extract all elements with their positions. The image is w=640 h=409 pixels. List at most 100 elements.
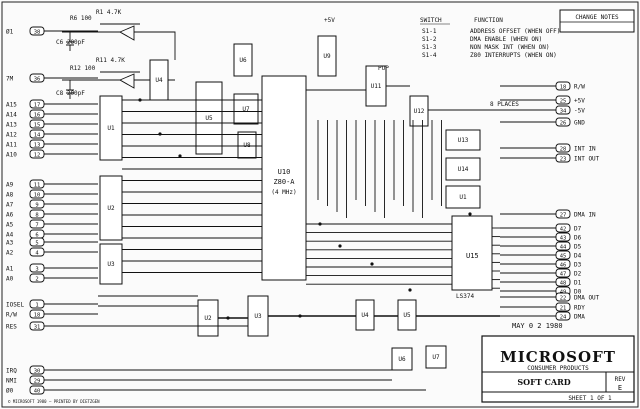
u15-label: U15 <box>466 252 479 260</box>
ic-label: U7 <box>432 354 440 361</box>
ic-u7: U7 <box>425 345 447 369</box>
ic-u1: U1 <box>445 185 481 209</box>
switch-row-3-sw: S1-3 <box>422 44 437 51</box>
right-pin-number: 46 <box>560 262 567 268</box>
left-pin-signal: A3 <box>6 240 14 247</box>
left-pin-signal: A8 <box>6 192 14 199</box>
right-pin-number: 26 <box>560 120 567 126</box>
right-pin-number: 45 <box>560 253 567 259</box>
ic-u6: U6 <box>233 43 253 77</box>
left-pin-signal: A13 <box>6 122 17 129</box>
date-stamp: MAY 0 2 1980 <box>512 322 563 330</box>
ic-label: U13 <box>458 137 469 144</box>
left-pin-signal: Ø0 <box>6 388 14 395</box>
signal-wires <box>98 85 500 391</box>
ic-u1: U1 <box>99 95 123 161</box>
right-pin-d3: 46 D3 <box>500 259 582 269</box>
left-pin-signal: A2 <box>6 250 14 257</box>
right-pin-signal: +5V <box>574 98 585 105</box>
ic-u8: U8 <box>237 131 257 159</box>
left-pin-signal: IOSEL <box>6 302 24 309</box>
right-pin-signal: GND <box>574 120 585 127</box>
right-pin-number: 27 <box>560 212 567 218</box>
ic-u3: U3 <box>247 295 269 337</box>
switch-row-2-sw: S1-2 <box>422 36 437 43</box>
left-pin-signal: NMI <box>6 378 17 385</box>
change-notes-box: CHANGE NOTES <box>559 9 635 33</box>
left-pin-number: 15 <box>34 122 41 128</box>
right-pin-number: 34 <box>560 108 567 114</box>
ic-u14: U14 <box>445 157 481 181</box>
ic-label: U4 <box>155 77 163 84</box>
right-pin-signal: D1 <box>574 280 582 287</box>
switch-row-1-fn: ADDRESS OFFSET (WHEN OFF) <box>470 28 560 35</box>
right-pin-number: 47 <box>560 271 567 277</box>
left-pin-number: 1 <box>35 302 38 308</box>
left-pin-0: Ø0 40 <box>6 385 98 395</box>
left-pin-a13: A13 15 <box>6 119 98 129</box>
left-pin-number: 13 <box>34 142 41 148</box>
left-pin-signal: A6 <box>6 212 14 219</box>
ic-label: U2 <box>204 315 212 322</box>
ic-u11: U11 <box>365 65 387 107</box>
right-pin-signal: D3 <box>574 262 582 269</box>
right-pin-gnd: 26 GND <box>500 117 585 127</box>
ic-u2: U2 <box>197 299 219 337</box>
left-pin-number: 5 <box>35 240 38 246</box>
right-pin-d1: 48 D1 <box>500 277 582 287</box>
ic-u7: U7 <box>233 93 259 125</box>
right-pin-number: 44 <box>560 244 567 250</box>
left-pin-signal: IRQ <box>6 368 17 375</box>
right-pin-number: 25 <box>560 98 567 104</box>
r6-label: R6 100 <box>70 15 92 22</box>
ic-u4: U4 <box>355 299 375 331</box>
cpu-type: Z80-A <box>273 178 295 186</box>
left-pin-number: 7 <box>35 222 38 228</box>
left-pin-number: 18 <box>34 312 41 318</box>
function-header: FUNCTION <box>474 17 503 24</box>
right-pin-d6: 43 D6 <box>500 232 582 242</box>
ls374-label: LS374 <box>456 293 474 300</box>
c8-label: C8 200pF <box>56 90 85 97</box>
right-pin-signal: D4 <box>574 253 582 260</box>
drawing-title: SOFT CARD <box>517 377 570 387</box>
right-pin-number: 43 <box>560 235 567 241</box>
left-pin-number: 6 <box>35 232 38 238</box>
right-pin-signal: -5V <box>574 108 585 115</box>
ic-label: U1 <box>107 125 115 132</box>
ic-u5: U5 <box>195 81 223 155</box>
right-pin-signal: RDY <box>574 305 585 312</box>
ic-label: U7 <box>242 106 250 113</box>
left-pin-number: 8 <box>35 212 38 218</box>
right-pin-signal: D7 <box>574 226 582 233</box>
ic-label: U14 <box>458 166 469 173</box>
ic-u5: U5 <box>397 299 417 331</box>
left-pin-number: 9 <box>35 202 38 208</box>
ic-label: U5 <box>205 115 213 122</box>
title-block: MICROSOFT CONSUMER PRODUCTS SOFT CARD RE… <box>481 335 635 403</box>
ic-label: U4 <box>361 312 369 319</box>
left-pin-signal: A9 <box>6 182 14 189</box>
places-label: 8 PLACES <box>490 101 519 108</box>
right-pin-signal: D6 <box>574 235 582 242</box>
right-pin-number: 48 <box>560 280 567 286</box>
ic-u4: U4 <box>149 59 169 101</box>
right-pin-number: 42 <box>560 226 567 232</box>
left-pin-number: 40 <box>34 388 41 394</box>
cpu-clock: (4 MHz) <box>271 189 296 196</box>
left-pin-number: 11 <box>34 182 41 188</box>
ic-label: U5 <box>403 312 411 319</box>
